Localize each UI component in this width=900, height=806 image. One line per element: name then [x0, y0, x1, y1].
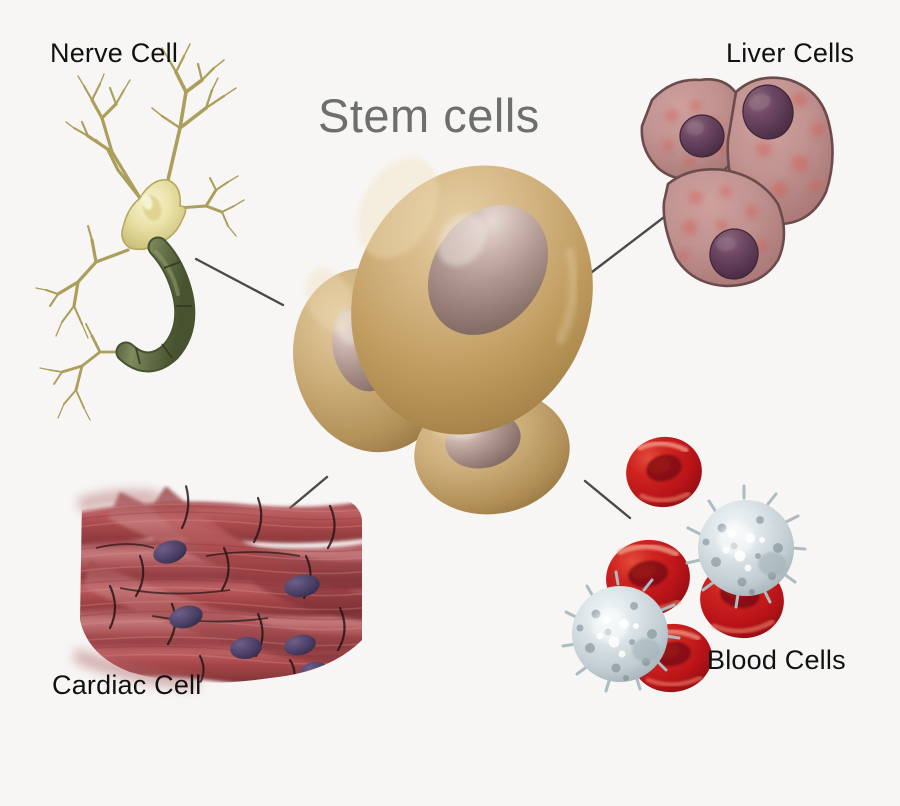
- liver-cells-illustration: [640, 76, 834, 288]
- connector-cardiac: [288, 475, 329, 510]
- cardiac-cell-illustration: [80, 484, 362, 683]
- nerve-cell-illustration: [35, 43, 245, 421]
- white-blood-cell: [561, 570, 681, 693]
- label-cardiac-cell: Cardiac Cell: [52, 670, 202, 700]
- label-nerve-cell: Nerve Cell: [50, 38, 179, 68]
- connector-liver: [590, 206, 678, 274]
- blood-cells-illustration: [561, 436, 807, 693]
- red-blood-cell: [626, 436, 702, 508]
- connector-blood: [583, 479, 632, 520]
- stem-cells-illustration: [293, 157, 593, 515]
- cardiac-edge-fade: [74, 490, 200, 690]
- stem-cell-primary: [351, 157, 593, 435]
- connector-nerve: [194, 257, 285, 307]
- page-title: Stem cells: [318, 89, 540, 142]
- label-liver-cells: Liver Cells: [726, 38, 855, 68]
- label-blood-cells: Blood Cells: [707, 645, 846, 675]
- white-blood-cell: [685, 484, 807, 609]
